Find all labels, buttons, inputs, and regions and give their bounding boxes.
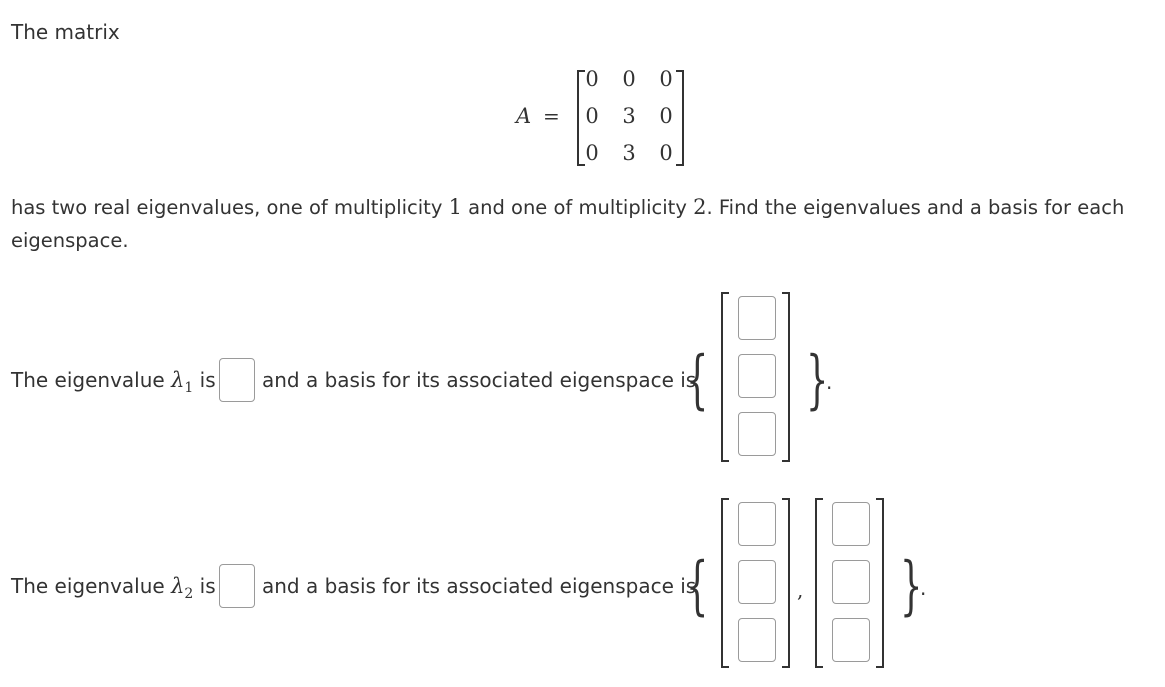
lambda-subscript: 2 bbox=[184, 586, 194, 602]
matrix-label: A bbox=[516, 104, 532, 128]
left-brace: { bbox=[686, 343, 709, 417]
multiplicity-2: 2 bbox=[693, 195, 707, 219]
q2-suffix: and a basis for its associated eigenspac… bbox=[262, 574, 697, 598]
basis-2b-entry-3[interactable] bbox=[832, 618, 870, 662]
vector-2-right-bracket bbox=[876, 498, 884, 668]
matrix-cell: 0 bbox=[585, 104, 599, 128]
vector-comma: , bbox=[797, 578, 804, 602]
basis-2a-entry-2[interactable] bbox=[738, 560, 776, 604]
q1-suffix: and a basis for its associated eigenspac… bbox=[262, 368, 697, 392]
description-part1: has two real eigenvalues, one of multipl… bbox=[11, 196, 449, 219]
lambda-symbol: λ bbox=[171, 368, 185, 392]
eigenvalue-1-input[interactable] bbox=[219, 358, 255, 402]
problem-description: has two real eigenvalues, one of multipl… bbox=[11, 195, 1124, 220]
matrix-cell: 0 bbox=[659, 67, 673, 91]
vector-left-bracket bbox=[721, 292, 729, 462]
basis-1-entry-3[interactable] bbox=[738, 412, 776, 456]
basis-2b-entry-1[interactable] bbox=[832, 502, 870, 546]
right-brace: } bbox=[900, 549, 923, 623]
left-brace: { bbox=[686, 549, 709, 623]
description-line2: eigenspace. bbox=[11, 229, 129, 252]
q1-period: . bbox=[826, 370, 833, 394]
matrix-cell: 0 bbox=[659, 141, 673, 165]
vector-1-left-bracket bbox=[721, 498, 729, 668]
q2-is: is bbox=[199, 574, 216, 598]
equals-sign: = bbox=[543, 104, 560, 128]
basis-2a-entry-3[interactable] bbox=[738, 618, 776, 662]
basis-1-entry-1[interactable] bbox=[738, 296, 776, 340]
q2-period: . bbox=[920, 576, 927, 600]
description-part3: . Find the eigenvalues and a basis for e… bbox=[706, 196, 1125, 219]
matrix-cell: 3 bbox=[622, 104, 636, 128]
matrix-cell: 0 bbox=[585, 141, 599, 165]
q1-prefix-text: The eigenvalue λ1 is bbox=[11, 368, 216, 396]
q2-prefix-text: The eigenvalue λ2 is bbox=[11, 574, 216, 602]
multiplicity-1: 1 bbox=[448, 195, 462, 219]
vector-1-right-bracket bbox=[782, 498, 790, 668]
description-part2: and one of multiplicity bbox=[461, 196, 694, 219]
q2-prefix: The eigenvalue bbox=[11, 574, 172, 598]
q1-is: is bbox=[199, 368, 216, 392]
basis-2a-entry-1[interactable] bbox=[738, 502, 776, 546]
matrix-cell: 0 bbox=[659, 104, 673, 128]
intro-text: The matrix bbox=[11, 20, 120, 44]
basis-1-entry-2[interactable] bbox=[738, 354, 776, 398]
lambda-subscript: 1 bbox=[184, 380, 194, 396]
vector-right-bracket bbox=[782, 292, 790, 462]
matrix-cell: 0 bbox=[622, 67, 636, 91]
lambda-symbol: λ bbox=[171, 574, 185, 598]
basis-2b-entry-2[interactable] bbox=[832, 560, 870, 604]
vector-2-left-bracket bbox=[815, 498, 823, 668]
matrix-cell: 3 bbox=[622, 141, 636, 165]
q1-prefix: The eigenvalue bbox=[11, 368, 172, 392]
matrix-left-bracket bbox=[577, 70, 585, 166]
right-brace: } bbox=[806, 343, 829, 417]
matrix-right-bracket bbox=[676, 70, 684, 166]
matrix-cell: 0 bbox=[585, 67, 599, 91]
eigenvalue-2-input[interactable] bbox=[219, 564, 255, 608]
